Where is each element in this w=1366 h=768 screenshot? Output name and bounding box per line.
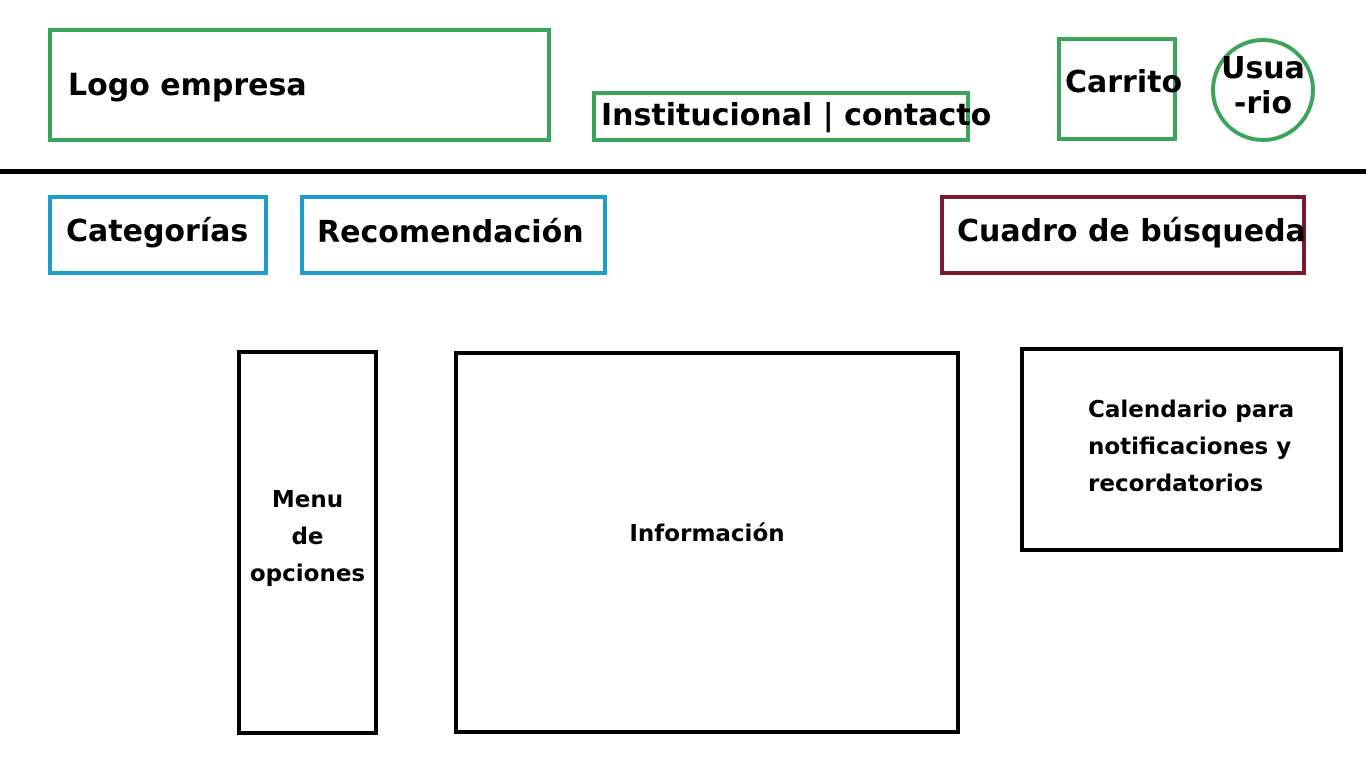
user-label: Usua -rio xyxy=(1221,51,1305,121)
nav-links-box[interactable]: Institucional | contacto xyxy=(592,91,991,142)
user-circle[interactable]: Usua -rio xyxy=(1211,38,1315,142)
options-menu-box[interactable]: Menu de opciones xyxy=(237,350,378,735)
options-menu-label: Menu de opciones xyxy=(249,487,366,587)
information-box: Información xyxy=(454,351,960,734)
calendar-label: Calendario para notificaciones y recorda… xyxy=(1088,397,1295,497)
categories-box[interactable]: Categorías xyxy=(48,195,268,275)
categories-label: Categorías xyxy=(66,214,249,249)
cart-box[interactable]: Carrito xyxy=(1057,37,1182,141)
information-label: Información xyxy=(629,521,785,547)
nav-links-label: Institucional | contacto xyxy=(601,98,992,133)
search-label: Cuadro de búsqueda xyxy=(957,214,1306,249)
calendar-box[interactable]: Calendario para notificaciones y recorda… xyxy=(1020,347,1343,552)
search-box[interactable]: Cuadro de búsqueda xyxy=(940,195,1306,275)
logo-box[interactable]: Logo empresa xyxy=(48,28,551,142)
header-divider xyxy=(0,169,1366,174)
logo-label: Logo empresa xyxy=(68,68,307,103)
cart-label: Carrito xyxy=(1065,65,1183,100)
recommendation-label: Recomendación xyxy=(317,215,584,250)
recommendation-box[interactable]: Recomendación xyxy=(300,195,607,275)
